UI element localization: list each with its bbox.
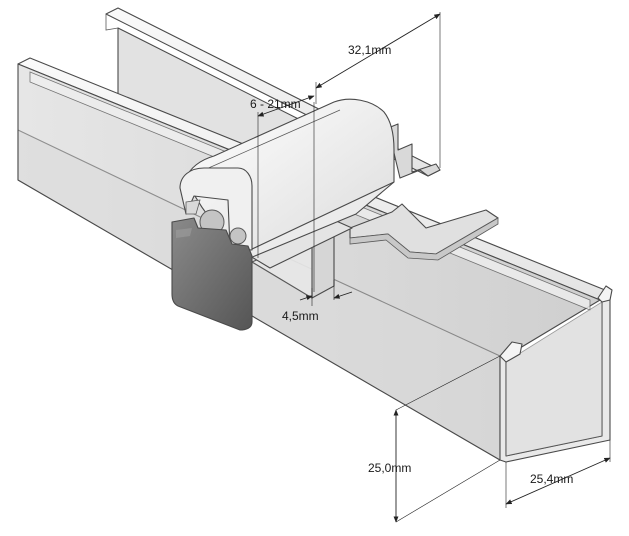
dim-clamp-range-label: 6 - 21mm bbox=[250, 97, 301, 111]
dimension-slot-width: 4,5mm bbox=[282, 280, 353, 323]
dimension-width-top: 32,1mm bbox=[315, 12, 441, 168]
profile-end-section bbox=[499, 285, 613, 463]
clip-body bbox=[179, 98, 395, 299]
gasket bbox=[171, 217, 253, 331]
dim-profile-height-label: 25,0mm bbox=[368, 461, 411, 475]
dim-profile-width-label: 25,4mm bbox=[530, 472, 573, 486]
dim-slot-width-label: 4,5mm bbox=[282, 309, 319, 323]
dimension-profile-height: 25,0mm bbox=[368, 355, 501, 523]
spring-tongue bbox=[349, 203, 499, 261]
dimension-clamp-range: 6 - 21mm bbox=[250, 95, 315, 292]
dimension-profile-width: 25,4mm bbox=[505, 440, 611, 508]
dim-width-top-label: 32,1mm bbox=[348, 43, 391, 57]
